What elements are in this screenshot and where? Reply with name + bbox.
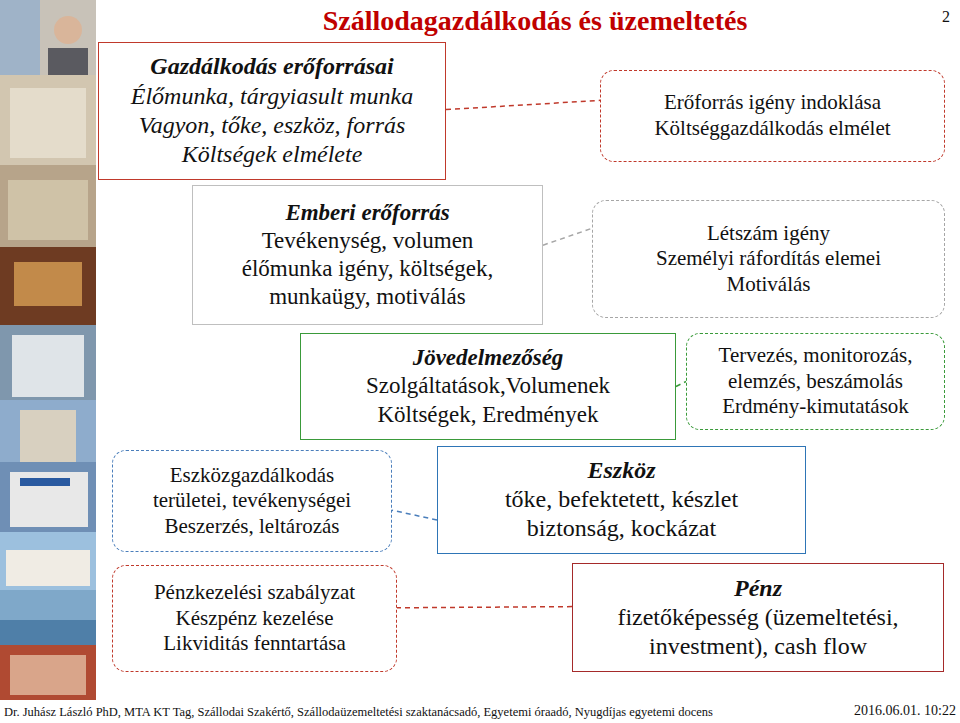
box-text: elemzés, beszámolás <box>728 369 903 395</box>
dashed-connector <box>392 510 437 520</box>
photo-interior <box>14 262 82 306</box>
photo <box>0 400 96 462</box>
detail-box: Pénzkezelési szabályzatKészpénz kezelése… <box>112 565 397 672</box>
detail-box: Létszám igénySzemélyi ráfordítás elemeiM… <box>592 200 945 318</box>
photo <box>0 75 96 165</box>
topic-box: Emberi erőforrásTevékenység, volumenélőm… <box>192 185 543 325</box>
box-text: munkaügy, motiválás <box>269 283 466 311</box>
hotel-photo-strip <box>0 0 96 700</box>
photo <box>0 165 96 247</box>
photo-building <box>20 410 76 462</box>
photo <box>0 325 96 400</box>
topic-box: Pénzfizetőképesség (üzemeltetési,investm… <box>572 563 944 672</box>
photo-building <box>12 335 84 397</box>
box-text: Beszerzés, leltározás <box>165 514 340 540</box>
topic-box: JövedelmezőségSzolgáltatások,VolumenekKö… <box>300 333 676 440</box>
portrait-photo <box>40 0 96 75</box>
photo-water <box>0 620 96 645</box>
box-text: Motiválás <box>727 272 811 298</box>
photo-building <box>10 655 86 695</box>
detail-box: Eszközgazdálkodásterületei, tevékenysége… <box>112 450 392 552</box>
box-text: Készpénz kezelése <box>176 606 334 632</box>
box-text: biztonság, kockázat <box>527 514 716 543</box>
box-text: Vagyon, tőke, eszköz, forrás <box>139 111 406 140</box>
dashed-connector <box>397 607 572 608</box>
box-text: Létszám igény <box>707 221 830 247</box>
photo <box>0 590 96 645</box>
photo-building <box>10 88 86 158</box>
box-text: élőmunka igény, költségek, <box>242 255 493 283</box>
dashed-connector <box>543 228 592 245</box>
topic-box: Eszköztőke, befektetett, készletbiztonsá… <box>437 446 806 554</box>
resource-box: Gazdálkodás erőforrásaiÉlőmunka, tárgyia… <box>98 42 446 180</box>
box-text: Likviditás fenntartása <box>163 631 346 657</box>
detail-box: Tervezés, monitorozás,elemzés, beszámolá… <box>686 333 945 430</box>
box-heading: Emberi erőforrás <box>285 199 449 227</box>
dashed-connector <box>446 100 600 109</box>
box-text: Erőforrás igény indoklása <box>664 90 881 116</box>
box-text: investment), cash flow <box>649 632 867 661</box>
footer-author: Dr. Juhász László PhD, MTA KT Tag, Száll… <box>4 705 713 720</box>
box-text: Pénzkezelési szabályzat <box>154 580 355 606</box>
photo-building <box>10 472 88 527</box>
box-text: Költséggazdálkodás elmélet <box>654 116 890 142</box>
portrait-face <box>54 16 82 44</box>
box-text: Személyi ráfordítás elemei <box>656 246 881 272</box>
box-text: tőke, befektetett, készlet <box>505 485 738 514</box>
slide-title: Szállodagazdálkodás és üzemeltetés <box>323 4 748 38</box>
photo <box>0 247 96 325</box>
photo <box>0 462 96 532</box>
footer-date: 2016.06.01. 10:22 <box>854 703 956 719</box>
page-number: 2 <box>942 8 950 26</box>
photo <box>0 645 96 700</box>
box-heading: Gazdálkodás erőforrásai <box>150 52 393 81</box>
detail-box: Erőforrás igény indoklásaKöltséggazdálko… <box>600 70 945 162</box>
box-heading: Pénz <box>734 574 782 603</box>
photo <box>0 532 96 590</box>
photo <box>0 0 40 75</box>
photo-building <box>6 550 90 586</box>
box-text: területei, tevékenységei <box>153 488 351 514</box>
box-text: Költségek elmélete <box>182 140 363 169</box>
photo-sign <box>20 478 70 486</box>
box-text: Tervezés, monitorozás, <box>719 343 913 369</box>
box-text: Szolgáltatások,Volumenek <box>366 372 610 400</box>
photo-building <box>8 180 88 240</box>
dashed-connector <box>676 382 686 387</box>
box-text: Költségek, Eredmények <box>378 401 599 429</box>
box-text: Eszközgazdálkodás <box>170 463 334 489</box>
box-heading: Eszköz <box>587 456 655 485</box>
box-text: Tevékenység, volumen <box>262 227 474 255</box>
portrait-suit <box>48 48 88 75</box>
box-heading: Jövedelmezőség <box>413 344 564 372</box>
box-text: Erdmény-kimutatások <box>722 394 909 420</box>
box-text: fizetőképesség (üzemeltetési, <box>617 603 898 632</box>
box-text: Élőmunka, tárgyiasult munka <box>131 82 413 111</box>
